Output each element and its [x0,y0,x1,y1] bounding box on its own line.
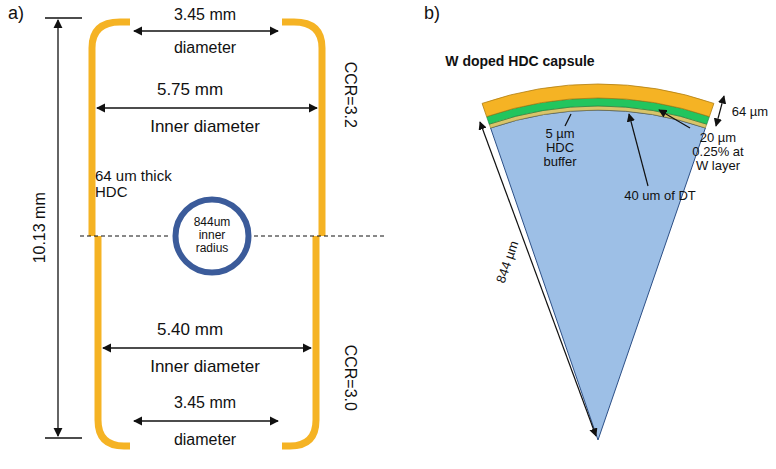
dimension-label: Inner diameter [150,358,260,377]
dimension-label: 40 um of DT [624,189,696,203]
dimension-label: a) [8,4,24,24]
dimension-label: CCR=3.2 [341,62,359,128]
dimension-label: 64 um thick HDC [95,168,185,201]
dimension-label: W doped HDC capsule [445,54,594,69]
dimension-label: 20 µm 0.25% at W layer [686,131,750,174]
dimension-arrows [45,18,317,438]
dimension-label: 5.40 mm [157,321,223,340]
dimension-label: diameter [174,431,236,449]
leader-lines [480,96,724,436]
dimension-label: 844 µm [494,239,522,285]
dimension-label: 64 µm [732,105,768,119]
capsule-circle: 844um inner radius [171,195,253,277]
dimension-label: 3.45 mm [174,6,236,24]
dimension-label: 3.45 mm [174,394,236,412]
dimension-label: diameter [174,39,236,57]
dimension-label: 5 µm HDC buffer [534,127,586,170]
dimension-label: 10.13 mm [31,192,49,263]
dimension-label: 5.75 mm [157,81,223,100]
capsule-label: 844um inner radius [187,216,237,256]
capsule-wedge [482,84,714,440]
dimension-label: CCR=3.0 [341,345,359,411]
dimension-label: Inner diameter [150,118,260,137]
hohlraum-wall [92,22,322,446]
dimension-label: b) [424,4,440,24]
